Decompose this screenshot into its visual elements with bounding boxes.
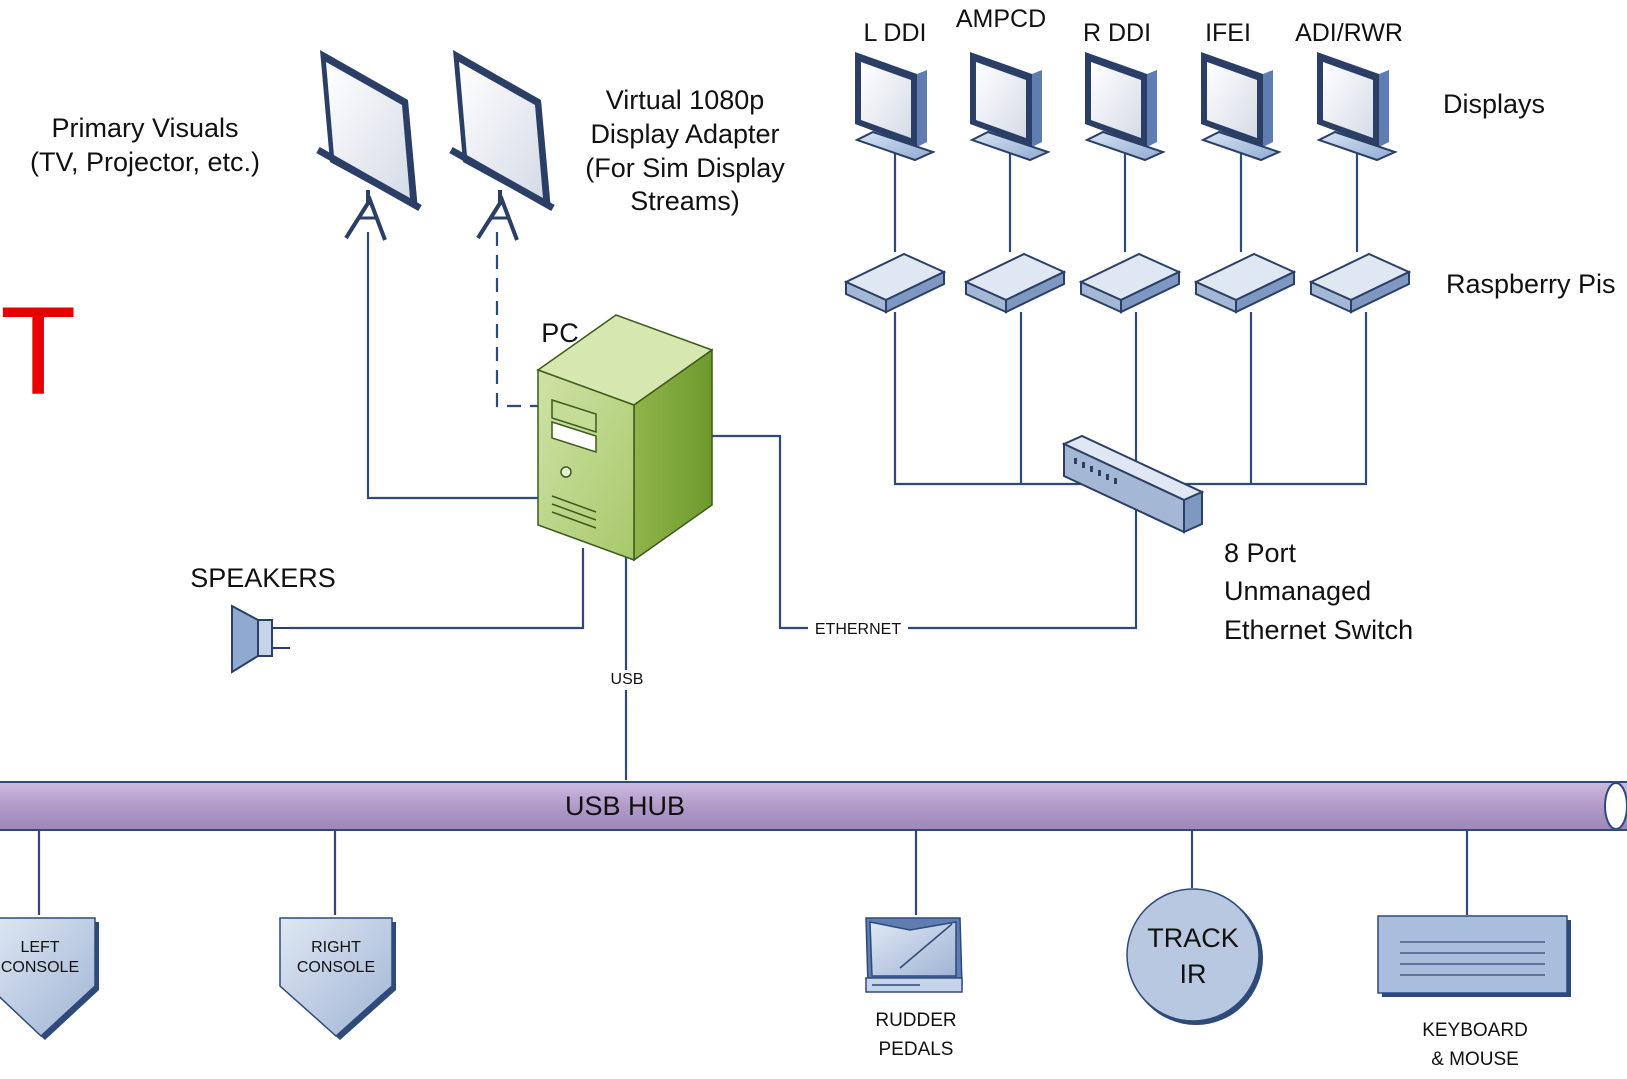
speakers-link [290,548,585,630]
monitor-icon-l-ddi [854,52,936,162]
usb-hub-bar [0,781,1627,831]
raspberry-pi-icon [1078,252,1182,314]
primary-visuals-link [366,232,538,500]
monitor-icon-ampcd [969,52,1051,162]
keyboard-mouse-label: KEYBOARD & MOUSE [1422,1020,1528,1071]
display-label-ampcd: AMPCD [955,5,1047,33]
speaker-icon [231,604,290,674]
display-label-ifei: IFEI [1205,19,1251,47]
raspberry-pi-icon [963,252,1067,314]
virtual-display-icon [449,50,555,241]
rudder-pedals-icon [865,917,963,993]
monitor-icon-adi-rwr [1316,52,1398,162]
virtual-adapter-link [495,232,538,408]
raspberry-pi-icons [843,252,1412,314]
track-ir-icon [1126,888,1263,1025]
monitor-icons [854,52,1398,162]
keyboard-icon [1377,915,1571,997]
left-console-icon [0,917,99,1040]
monitor-icon-ifei [1200,52,1282,162]
ethernet-link [712,434,1138,630]
raspberry-pi-icon [1193,252,1297,314]
track-ir-label: TRACK IR [1147,923,1239,990]
display-label-l-ddi: L DDI [863,19,927,47]
pc-label: PC [541,318,579,348]
ethernet-label: ETHERNET [808,620,908,640]
usb-label: USB [604,670,650,690]
left-console-label: LEFT CONSOLE [0,939,80,976]
switch-label: 8 Port Unmanaged Ethernet Switch [1224,538,1414,645]
speakers-label: SPEAKERS [190,563,336,593]
displays-label: Displays [1443,89,1546,119]
red-glyph: T [0,282,76,421]
raspberry-pi-icon [1308,252,1412,314]
raspberry-pis-label: Raspberry Pis [1446,269,1616,299]
projector-screen-icon [316,50,422,241]
pc-tower-icon [536,314,714,562]
raspberry-pi-icon [843,252,947,314]
monitor-icon-r-ddi [1084,52,1166,162]
right-console-label: RIGHT CONSOLE [296,939,376,976]
virtual-adapter-label: Virtual 1080p Display Adapter (For Sim D… [585,85,785,217]
ethernet-switch-icon [1061,434,1205,534]
display-label-r-ddi: R DDI [1082,19,1152,47]
rudder-pedals-label: RUDDER PEDALS [875,1010,957,1061]
right-console-icon [279,917,396,1040]
display-label-adi-rwr: ADI/RWR [1295,19,1403,47]
primary-visuals-label: Primary Visuals (TV, Projector, etc.) [29,113,261,177]
usb-hub-label: USB HUB [564,791,686,821]
